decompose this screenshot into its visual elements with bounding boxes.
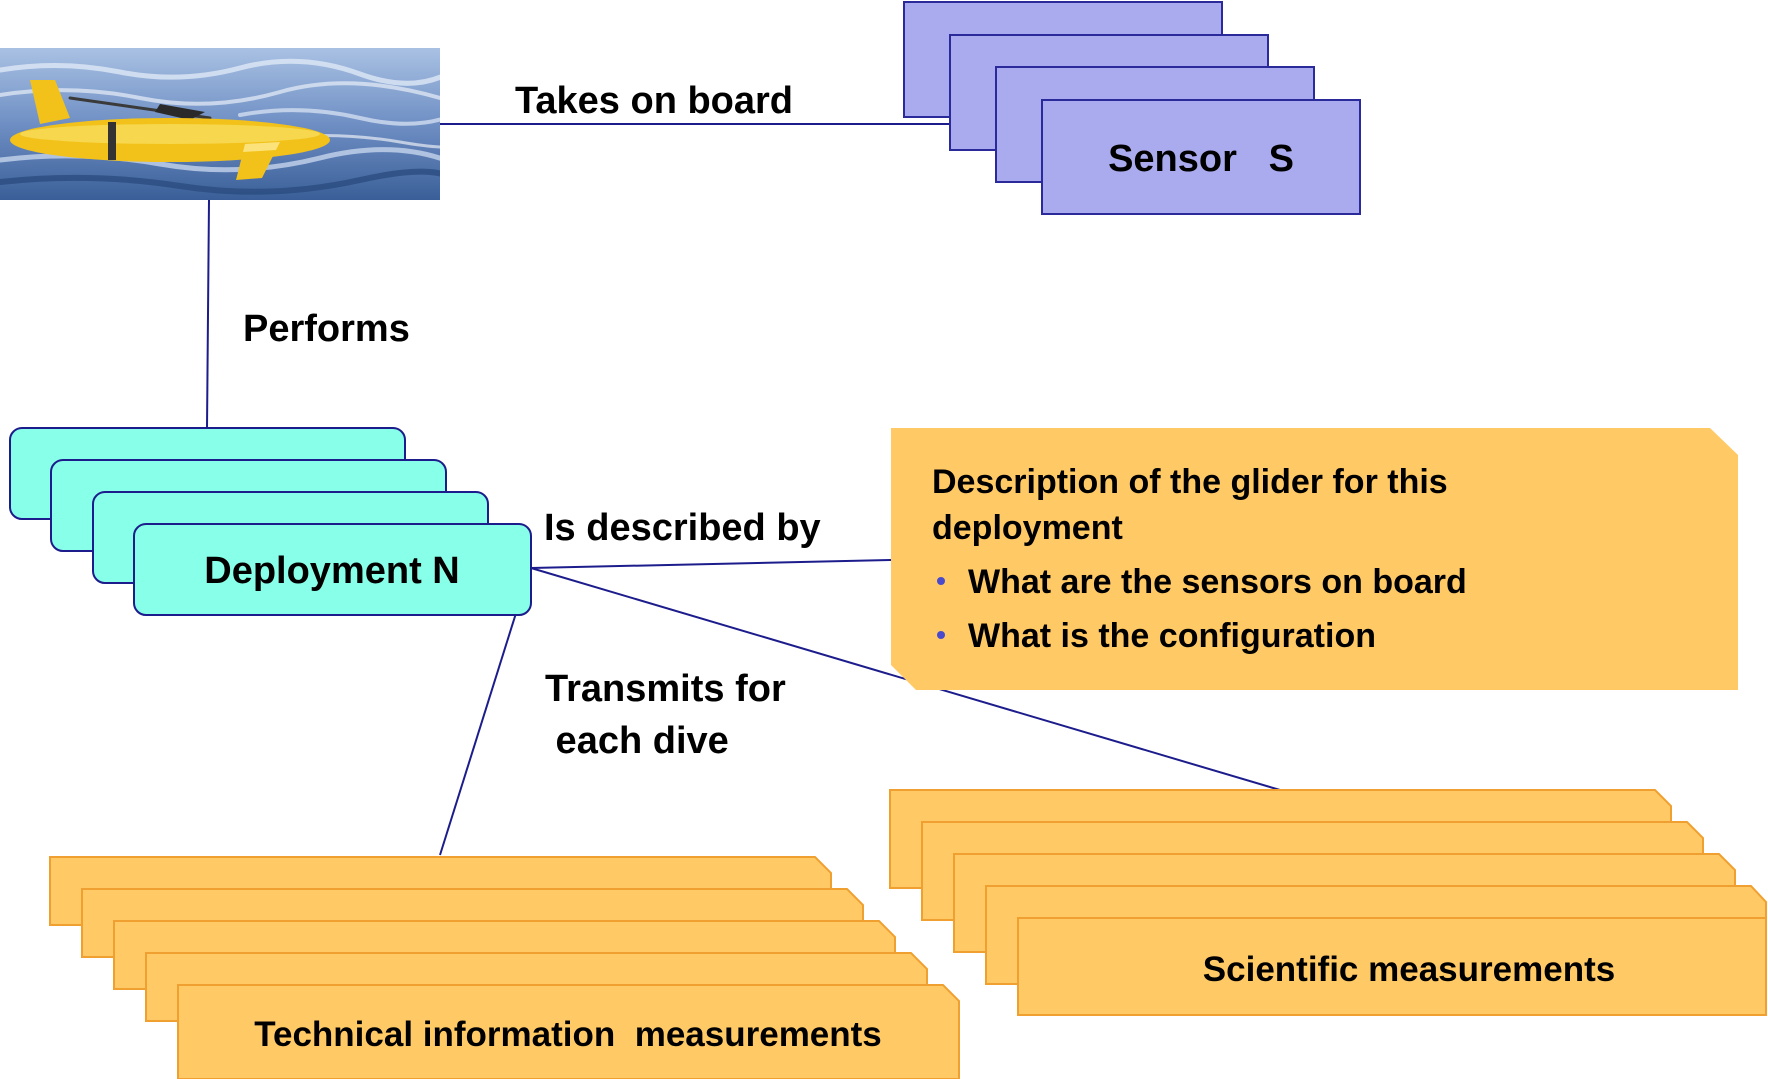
description-box: Description of the glider for this deplo… <box>891 428 1738 690</box>
edge-label-takes-on-board: Takes on board <box>515 80 793 122</box>
edge-label-transmits-line2: each dive <box>545 720 729 762</box>
technical-card-front <box>177 984 960 1079</box>
connector-deployment-to-technical <box>439 574 529 856</box>
bullet-dot <box>937 631 945 639</box>
technical-label: Technical information measurements <box>254 1015 882 1054</box>
scientific-card-front <box>1017 917 1767 1016</box>
scientific-label: Scientific measurements <box>1203 950 1615 989</box>
underwater-glider-photo <box>0 48 440 200</box>
sensor-stack: Sensor S <box>903 1 1361 215</box>
description-title-line2: deployment <box>932 509 1123 547</box>
description-bullet-2: What is the configuration <box>968 617 1376 655</box>
connector-glider-to-deployment <box>206 199 210 429</box>
technical-measurements-stack: Technical information measurements <box>49 856 960 1079</box>
description-title-line1: Description of the glider for this <box>932 463 1448 501</box>
edge-label-performs: Performs <box>243 308 410 350</box>
edge-label-transmits-line1: Transmits for <box>545 668 786 710</box>
connector-deployment-to-description <box>530 559 892 569</box>
sensor-card-front <box>1041 99 1361 215</box>
edge-labels: Takes on board Performs Is described by … <box>243 80 821 762</box>
deployment-label: Deployment N <box>204 550 459 592</box>
deployment-stack: Deployment N <box>9 427 532 616</box>
deployment-card-front <box>133 523 532 616</box>
bullet-dot <box>937 577 945 585</box>
scientific-measurements-stack: Scientific measurements <box>889 789 1767 1016</box>
edge-label-is-described-by: Is described by <box>544 507 821 549</box>
description-bullet-1: What are the sensors on board <box>968 563 1467 601</box>
sensor-label: Sensor S <box>1108 138 1294 180</box>
